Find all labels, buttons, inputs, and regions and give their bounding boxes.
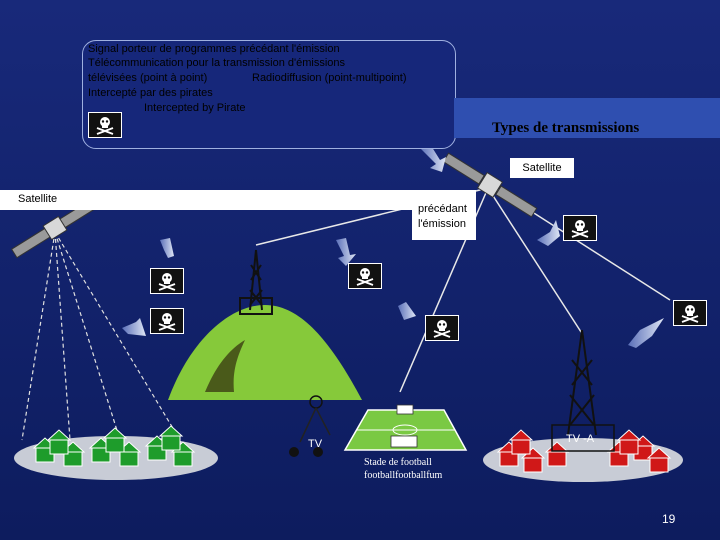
house-icon: [520, 447, 546, 473]
precedent-label-box: [412, 190, 476, 240]
slide-title: Types de transmissions: [492, 120, 640, 136]
pirate-flag-icon: [348, 263, 382, 289]
pirate-flag-icon: [425, 315, 459, 341]
pirate-flag-icon: [563, 215, 597, 241]
house-icon: [646, 447, 672, 473]
stadium-goal-top: [396, 404, 414, 415]
arrow-icon: [537, 220, 560, 246]
precedent-label-line-2: l'émission: [418, 218, 466, 230]
stadium-caption-line-1: Stade de football: [364, 457, 432, 468]
callout-line-5: Intercepté par des pirates: [88, 87, 213, 99]
tv-right-box: [551, 424, 615, 452]
transmitter-tower-icon: [239, 249, 273, 315]
house-icon: [508, 429, 534, 455]
page-number: 19: [662, 512, 676, 526]
callout-line-2: Télécommunication pour la transmission d…: [88, 57, 346, 69]
connector-dot: [313, 447, 323, 457]
satellite-left-label: Satellite: [0, 190, 430, 210]
arrow-icon: [160, 238, 174, 258]
satellite-right-label: Satellite: [510, 158, 574, 178]
uplink-arrows: [122, 144, 664, 348]
transmitter-tower-right-icon: [567, 329, 597, 436]
tv-right-label: TV -A: [566, 433, 595, 445]
right-town-houses: [496, 429, 672, 473]
house-icon: [616, 429, 642, 455]
hill-shadow: [205, 340, 245, 392]
stadium-caption-line-2: footballfootballfum: [364, 470, 443, 481]
arrow-icon: [336, 238, 356, 266]
callout-line-6: Intercepted by Pirate: [144, 102, 246, 114]
connector-dot: [289, 447, 299, 457]
tv-left-label: TV: [308, 438, 323, 450]
arrow-icon: [628, 318, 664, 348]
left-town-houses: [32, 425, 196, 467]
callout-line-1: Signal porteur de programmes précédant l…: [88, 43, 340, 55]
callout-line-4: Radiodiffusion (point-multipoint): [252, 72, 407, 84]
callout-box: [82, 40, 456, 149]
pirate-flag-icon: [88, 112, 122, 138]
pirate-flag-icon: [673, 300, 707, 326]
stadium-goal-bottom: [390, 435, 418, 448]
precedent-label-line-1: précédant: [418, 203, 467, 215]
house-icon: [102, 427, 128, 453]
pirate-flag-icon: [150, 308, 184, 334]
callout-line-3: télévisées (point à point): [88, 72, 208, 84]
house-icon: [60, 441, 86, 467]
arrow-icon: [398, 302, 416, 320]
house-icon: [46, 429, 72, 455]
house-icon: [158, 425, 184, 451]
arrow-icon: [420, 144, 446, 172]
pirate-flag-icon: [150, 268, 184, 294]
title-bar: [454, 98, 720, 138]
arrow-icon: [122, 318, 146, 336]
satellite-left-beams: [21, 231, 181, 441]
satellite-right-icon: [442, 152, 538, 218]
